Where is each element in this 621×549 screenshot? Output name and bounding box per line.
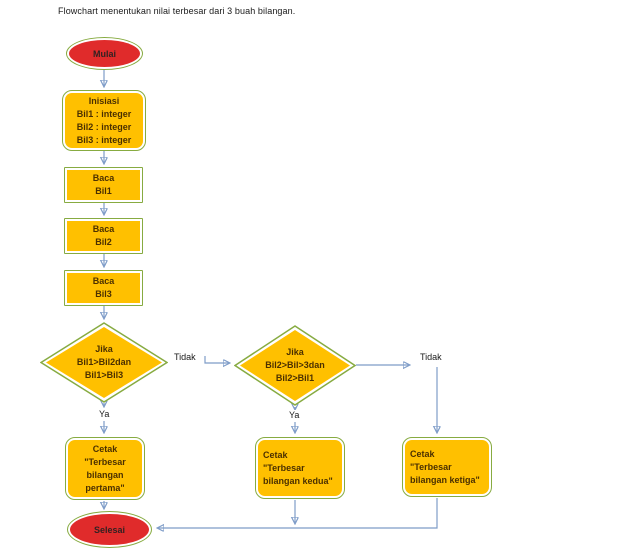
text-line: Bil1>Bil3 bbox=[84, 370, 124, 380]
text-line: Bil1>Bil2dan bbox=[76, 357, 132, 367]
text-line: Baca bbox=[92, 173, 115, 183]
branch-label-tidak-2: Tidak bbox=[419, 352, 443, 363]
text-line: "Terbesar bbox=[410, 461, 452, 472]
process-print-ketiga: Cetak "Terbesar bilangan ketiga" bbox=[402, 437, 492, 497]
text-line: bilangan bbox=[86, 469, 124, 480]
text-line: bilangan kedua" bbox=[263, 475, 333, 486]
text-line: Bil3 bbox=[95, 289, 112, 299]
page-title: Flowchart menentukan nilai terbesar dari… bbox=[58, 6, 296, 16]
terminator-end: Selesai bbox=[67, 511, 152, 548]
text-line: pertama" bbox=[85, 482, 125, 493]
terminator-end-label: Selesai bbox=[70, 514, 149, 545]
branch-label-ya-1: Ya bbox=[98, 409, 111, 420]
decision-1-shape bbox=[40, 322, 168, 403]
text-line: Bil3 : integer bbox=[76, 134, 132, 145]
text-line: Cetak bbox=[410, 448, 435, 459]
text-line: Cetak bbox=[263, 449, 288, 460]
text-line: Bil1 bbox=[95, 186, 112, 196]
text-line: Baca bbox=[92, 224, 115, 234]
text-line: Jika bbox=[95, 344, 113, 354]
decision-2-shape bbox=[234, 325, 356, 406]
text-line: Jika bbox=[286, 347, 304, 357]
terminator-start: Mulai bbox=[66, 37, 143, 70]
text-line: Bil2 : integer bbox=[76, 121, 132, 132]
text-line: Bil2>Bil>3dan bbox=[265, 360, 325, 370]
process-print-kedua: Cetak "Terbesar bilangan kedua" bbox=[255, 437, 345, 499]
branch-label-ya-2: Ya bbox=[288, 410, 301, 421]
text-line: Bil1 : integer bbox=[76, 108, 132, 119]
process-print-pertama: Cetak "Terbesar bilangan pertama" bbox=[65, 437, 145, 500]
text-line: Cetak bbox=[92, 443, 118, 454]
process-print-kedua-text: Cetak "Terbesar bilangan kedua" bbox=[258, 440, 342, 496]
connector-print3-to-end bbox=[158, 498, 438, 528]
text-line: Bil2>Bil1 bbox=[275, 373, 315, 383]
text-line: "Terbesar bbox=[84, 456, 126, 467]
connector-decision1-no-to-decision2 bbox=[204, 356, 229, 363]
text-line: Baca bbox=[92, 276, 115, 286]
process-print-ketiga-text: Cetak "Terbesar bilangan ketiga" bbox=[405, 440, 489, 494]
terminator-start-label: Mulai bbox=[69, 40, 140, 67]
text-line: bilangan ketiga" bbox=[410, 474, 480, 485]
process-print-pertama-text: Cetak "Terbesar bilangan pertama" bbox=[68, 440, 142, 497]
branch-label-tidak-1: Tidak bbox=[173, 352, 197, 363]
text-line: "Terbesar bbox=[263, 462, 305, 473]
text-line: Inisiasi bbox=[88, 95, 120, 106]
text-line: Bil2 bbox=[95, 237, 112, 247]
